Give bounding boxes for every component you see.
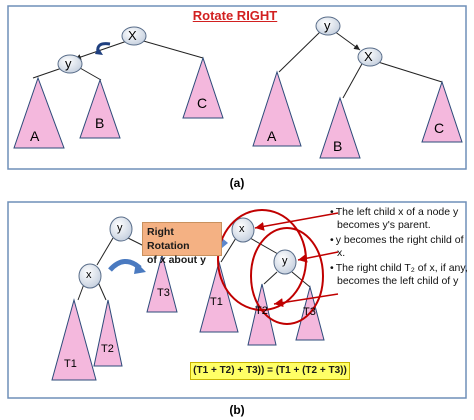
subtree-triangle-C: [182, 56, 224, 119]
associativity-equation: (T1 + T2) + T3)) = (T1 + (T2 + T3)): [190, 362, 350, 380]
bottom-left-tree: [51, 216, 178, 381]
subtree-triangle-C: [421, 80, 463, 143]
rotation-label-line1: Right Rotation: [147, 226, 190, 252]
node-label: X: [128, 28, 137, 43]
subtree-label: B: [333, 138, 343, 154]
subtree-label: C: [197, 95, 208, 111]
subtree-triangle-A: [13, 76, 65, 149]
subtree-label: T2: [101, 343, 114, 355]
node-label: y: [324, 18, 331, 33]
subtree-triangle-B: [319, 96, 361, 159]
highlight-ellipse-child: [250, 227, 324, 325]
rotate-arrowhead-icon: [134, 262, 146, 274]
node-label: x: [86, 269, 92, 281]
subtree-triangle-T2: [247, 283, 277, 346]
rotate-arrowhead-icon: [95, 47, 103, 55]
rotation-label-box: Right Rotation of x about y: [142, 222, 222, 266]
caption-a: (a): [229, 176, 245, 190]
subtree-triangle-T2: [93, 299, 123, 367]
node-X: [121, 26, 147, 46]
pointer-arrow-3: [273, 293, 339, 308]
top-right-tree: [252, 16, 463, 159]
subtree-label: C: [434, 120, 445, 136]
note-item: The right child T₂ of x, if any, becomes…: [330, 262, 470, 288]
subtree-triangle-A: [252, 70, 302, 147]
rotation-notes: The left child x of a node y becomes y's…: [330, 206, 470, 290]
node-y: [109, 216, 133, 242]
node-x: [231, 217, 255, 243]
subtree-label: T3: [303, 306, 316, 318]
node-label: y: [282, 255, 288, 267]
subtree-triangle-T3: [146, 253, 178, 313]
note-item: y becomes the right child of x.: [330, 234, 470, 260]
node-label: y: [117, 222, 123, 234]
subtree-label: T3: [157, 287, 170, 299]
node-X: [357, 47, 383, 67]
node-label: X: [364, 49, 373, 64]
subtree-triangle-B: [79, 78, 121, 139]
panel-title: Rotate RIGHT: [192, 8, 278, 23]
subtree-label: T1: [210, 296, 223, 308]
node-label: y: [65, 56, 72, 71]
subtree-triangle-T1: [51, 298, 97, 381]
subtree-label: A: [267, 128, 277, 144]
note-item: The left child x of a node y becomes y's…: [330, 206, 470, 232]
rotation-label-line2: of x about y: [147, 254, 206, 266]
top-left-tree: [13, 26, 224, 149]
bottom-panel-frame: [7, 201, 467, 399]
node-y: [273, 249, 297, 275]
node-x: [78, 263, 102, 289]
pointer-arrow-1: [254, 212, 339, 231]
subtree-label: B: [95, 115, 105, 131]
subtree-label: T2: [255, 305, 268, 317]
subtree-label: A: [30, 128, 40, 144]
top-panel-frame: [7, 5, 467, 170]
caption-b: (b): [229, 403, 245, 417]
subtree-triangle-T1: [199, 260, 239, 333]
node-label: x: [239, 223, 245, 235]
subtree-label: T1: [64, 358, 77, 370]
node-y: [315, 16, 341, 36]
node-y: [57, 54, 83, 74]
